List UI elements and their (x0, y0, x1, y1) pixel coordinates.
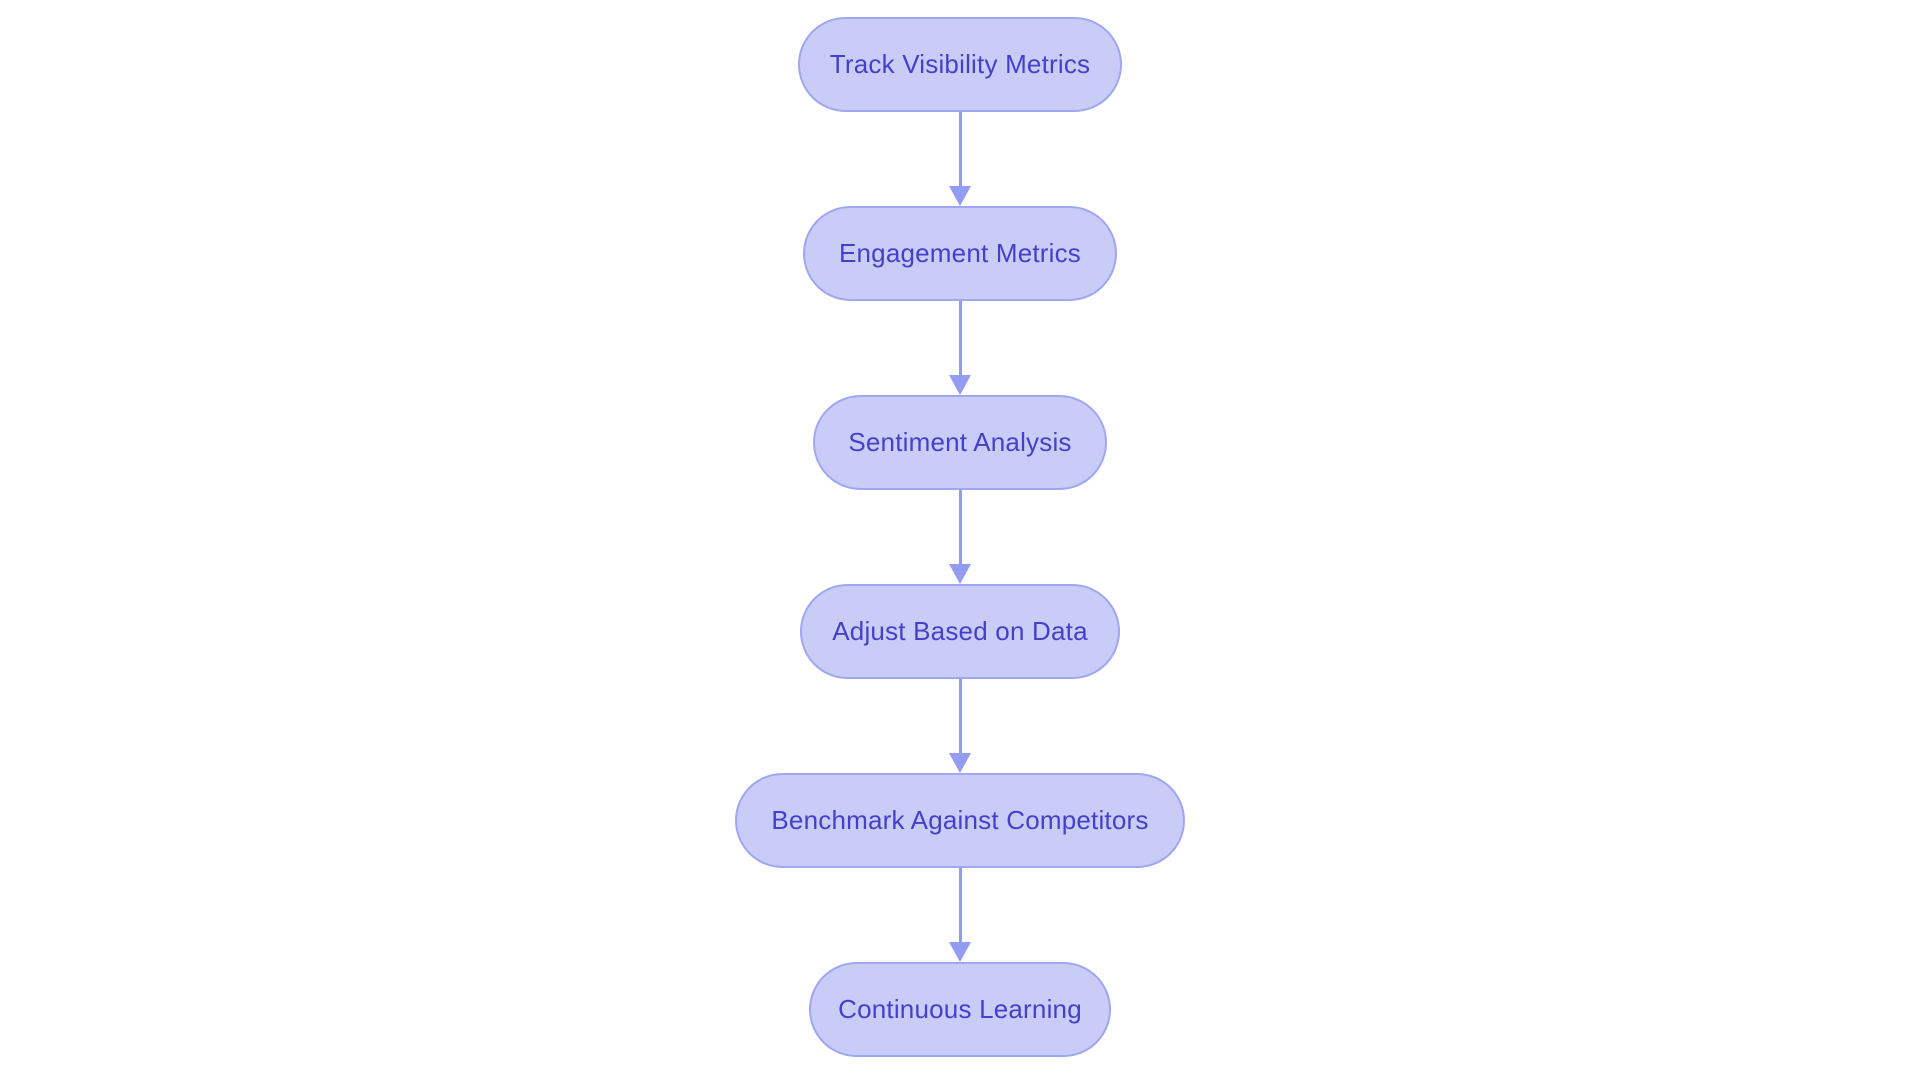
flow-arrow-1 (949, 112, 971, 206)
flow-node-label: Benchmark Against Competitors (771, 805, 1149, 835)
flow-node-sentiment-analysis: Sentiment Analysis (813, 395, 1107, 490)
flow-node-label: Track Visibility Metrics (829, 49, 1091, 79)
flow-arrow-3 (949, 490, 971, 584)
flow-node-benchmark-against-competitors: Benchmark Against Competitors (735, 773, 1185, 868)
flow-node-adjust-based-on-data: Adjust Based on Data (800, 584, 1120, 679)
flow-node-engagement-metrics: Engagement Metrics (803, 206, 1117, 301)
arrow-shaft (958, 112, 962, 186)
flow-arrow-2 (949, 301, 971, 395)
flow-node-label: Sentiment Analysis (848, 427, 1072, 457)
flow-node-label: Engagement Metrics (838, 238, 1082, 268)
flow-arrow-5 (949, 868, 971, 962)
arrow-head-icon (949, 564, 971, 584)
arrow-head-icon (949, 942, 971, 962)
flow-node-track-visibility-metrics: Track Visibility Metrics (798, 17, 1122, 112)
arrow-shaft (958, 490, 962, 564)
flowchart-column: Track Visibility Metrics Engagement Metr… (0, 17, 1920, 1057)
flow-node-label: Adjust Based on Data (832, 616, 1088, 646)
arrow-shaft (958, 868, 962, 942)
arrow-shaft (958, 301, 962, 375)
flow-node-continuous-learning: Continuous Learning (809, 962, 1111, 1057)
arrow-shaft (958, 679, 962, 753)
arrow-head-icon (949, 753, 971, 773)
flow-node-label: Continuous Learning (838, 994, 1082, 1024)
arrow-head-icon (949, 186, 971, 206)
arrow-head-icon (949, 375, 971, 395)
flow-arrow-4 (949, 679, 971, 773)
